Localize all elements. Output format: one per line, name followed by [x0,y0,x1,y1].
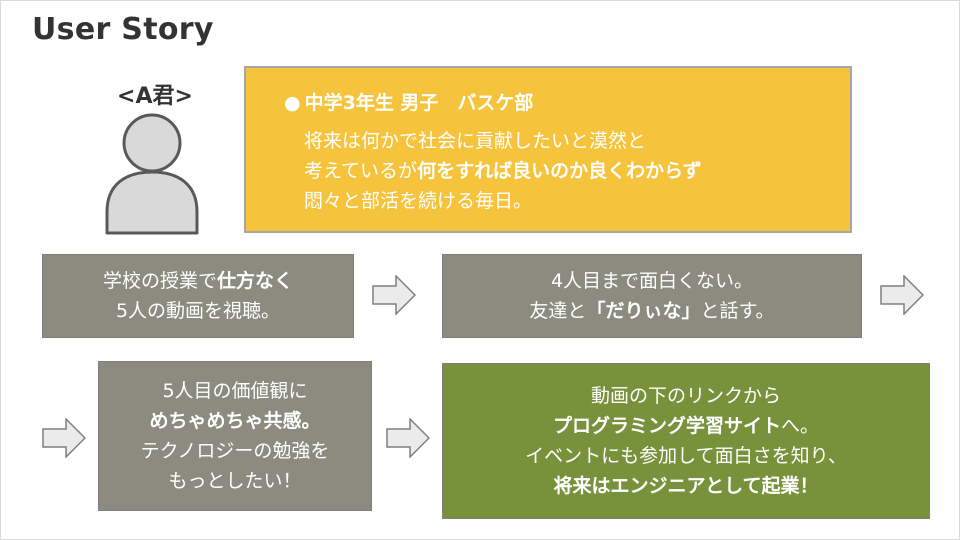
step-4-line-2-text: へ。 [781,415,820,437]
persona-label: <A君> [117,84,193,109]
right-arrow-icon [386,418,430,458]
step-4-line-4: 将来はエンジニアとして起業！ [553,475,819,497]
step-3-line-1: 5人目の価値観に [162,380,308,402]
story-step-1: 学校の授業で仕方なく 5人の動画を視聴。 [42,254,354,338]
profile-line-2: 考えているが何をすれば良いのか良くわからず [304,156,702,186]
story-step-3: 5人目の価値観に めちゃめちゃ共感。 テクノロジーの勉強を もっとしたい！ [98,361,372,511]
step-3-line-4: もっとしたい！ [168,470,302,492]
person-icon [105,113,199,235]
right-arrow-icon [372,275,416,315]
step-2-line-2: 友達と「だりぃな」と話す。 [529,296,774,326]
profile-line-3: 悶々と部活を続ける毎日。 [304,190,533,212]
step-1-line-2: 5人の動画を視聴。 [115,300,281,322]
step-4-line-3: イベントにも参加して面白さを知り、 [525,445,847,467]
story-step-2: 4人目まで面白くない。 友達と「だりぃな」と話す。 [442,254,862,338]
step-1-line-1-text: 学校の授業で [102,270,217,292]
persona-profile-box: ●中学3年生 男子 バスケ部 将来は何かで社会に貢献したいと漠然と 考えているが… [244,66,852,233]
step-4-line-2: プログラミング学習サイトへ。 [553,411,819,441]
step-1-line-1: 学校の授業で仕方なく [103,266,293,296]
bullet-icon: ● [284,92,301,114]
profile-line-1: 将来は何かで社会に貢献したいと漠然と [304,130,647,152]
step-2-line-2-text-b: と話す。 [700,300,775,322]
step-4-line-2-emphasis: プログラミング学習サイト [552,415,781,437]
profile-headline-text: 中学3年生 男子 バスケ部 [304,92,534,114]
right-arrow-icon [42,418,86,458]
profile-line-2-text: 考えているが [304,160,418,182]
step-2-line-2-text-a: 友達と [529,300,587,322]
step-4-line-1: 動画の下のリンクから [590,385,781,407]
profile-headline: ●中学3年生 男子 バスケ部 [284,88,533,115]
right-arrow-icon [880,275,924,315]
page-title: User Story [32,12,214,47]
story-step-4: 動画の下のリンクから プログラミング学習サイトへ。 イベントにも参加して面白さを… [442,363,930,519]
step-3-line-2: めちゃめちゃ共感。 [149,410,321,432]
step-2-line-1: 4人目まで面白くない。 [550,270,754,292]
step-1-line-1-emphasis: 仕方なく [217,270,294,292]
step-2-line-2-emphasis: 「だりぃな」 [586,300,701,322]
profile-description: 将来は何かで社会に貢献したいと漠然と 考えているが何をすれば良いのか良くわからず… [304,126,702,216]
step-3-line-3: テクノロジーの勉強を [140,440,330,462]
profile-line-2-emphasis: 何をすれば良いのか良くわからず [417,160,702,182]
